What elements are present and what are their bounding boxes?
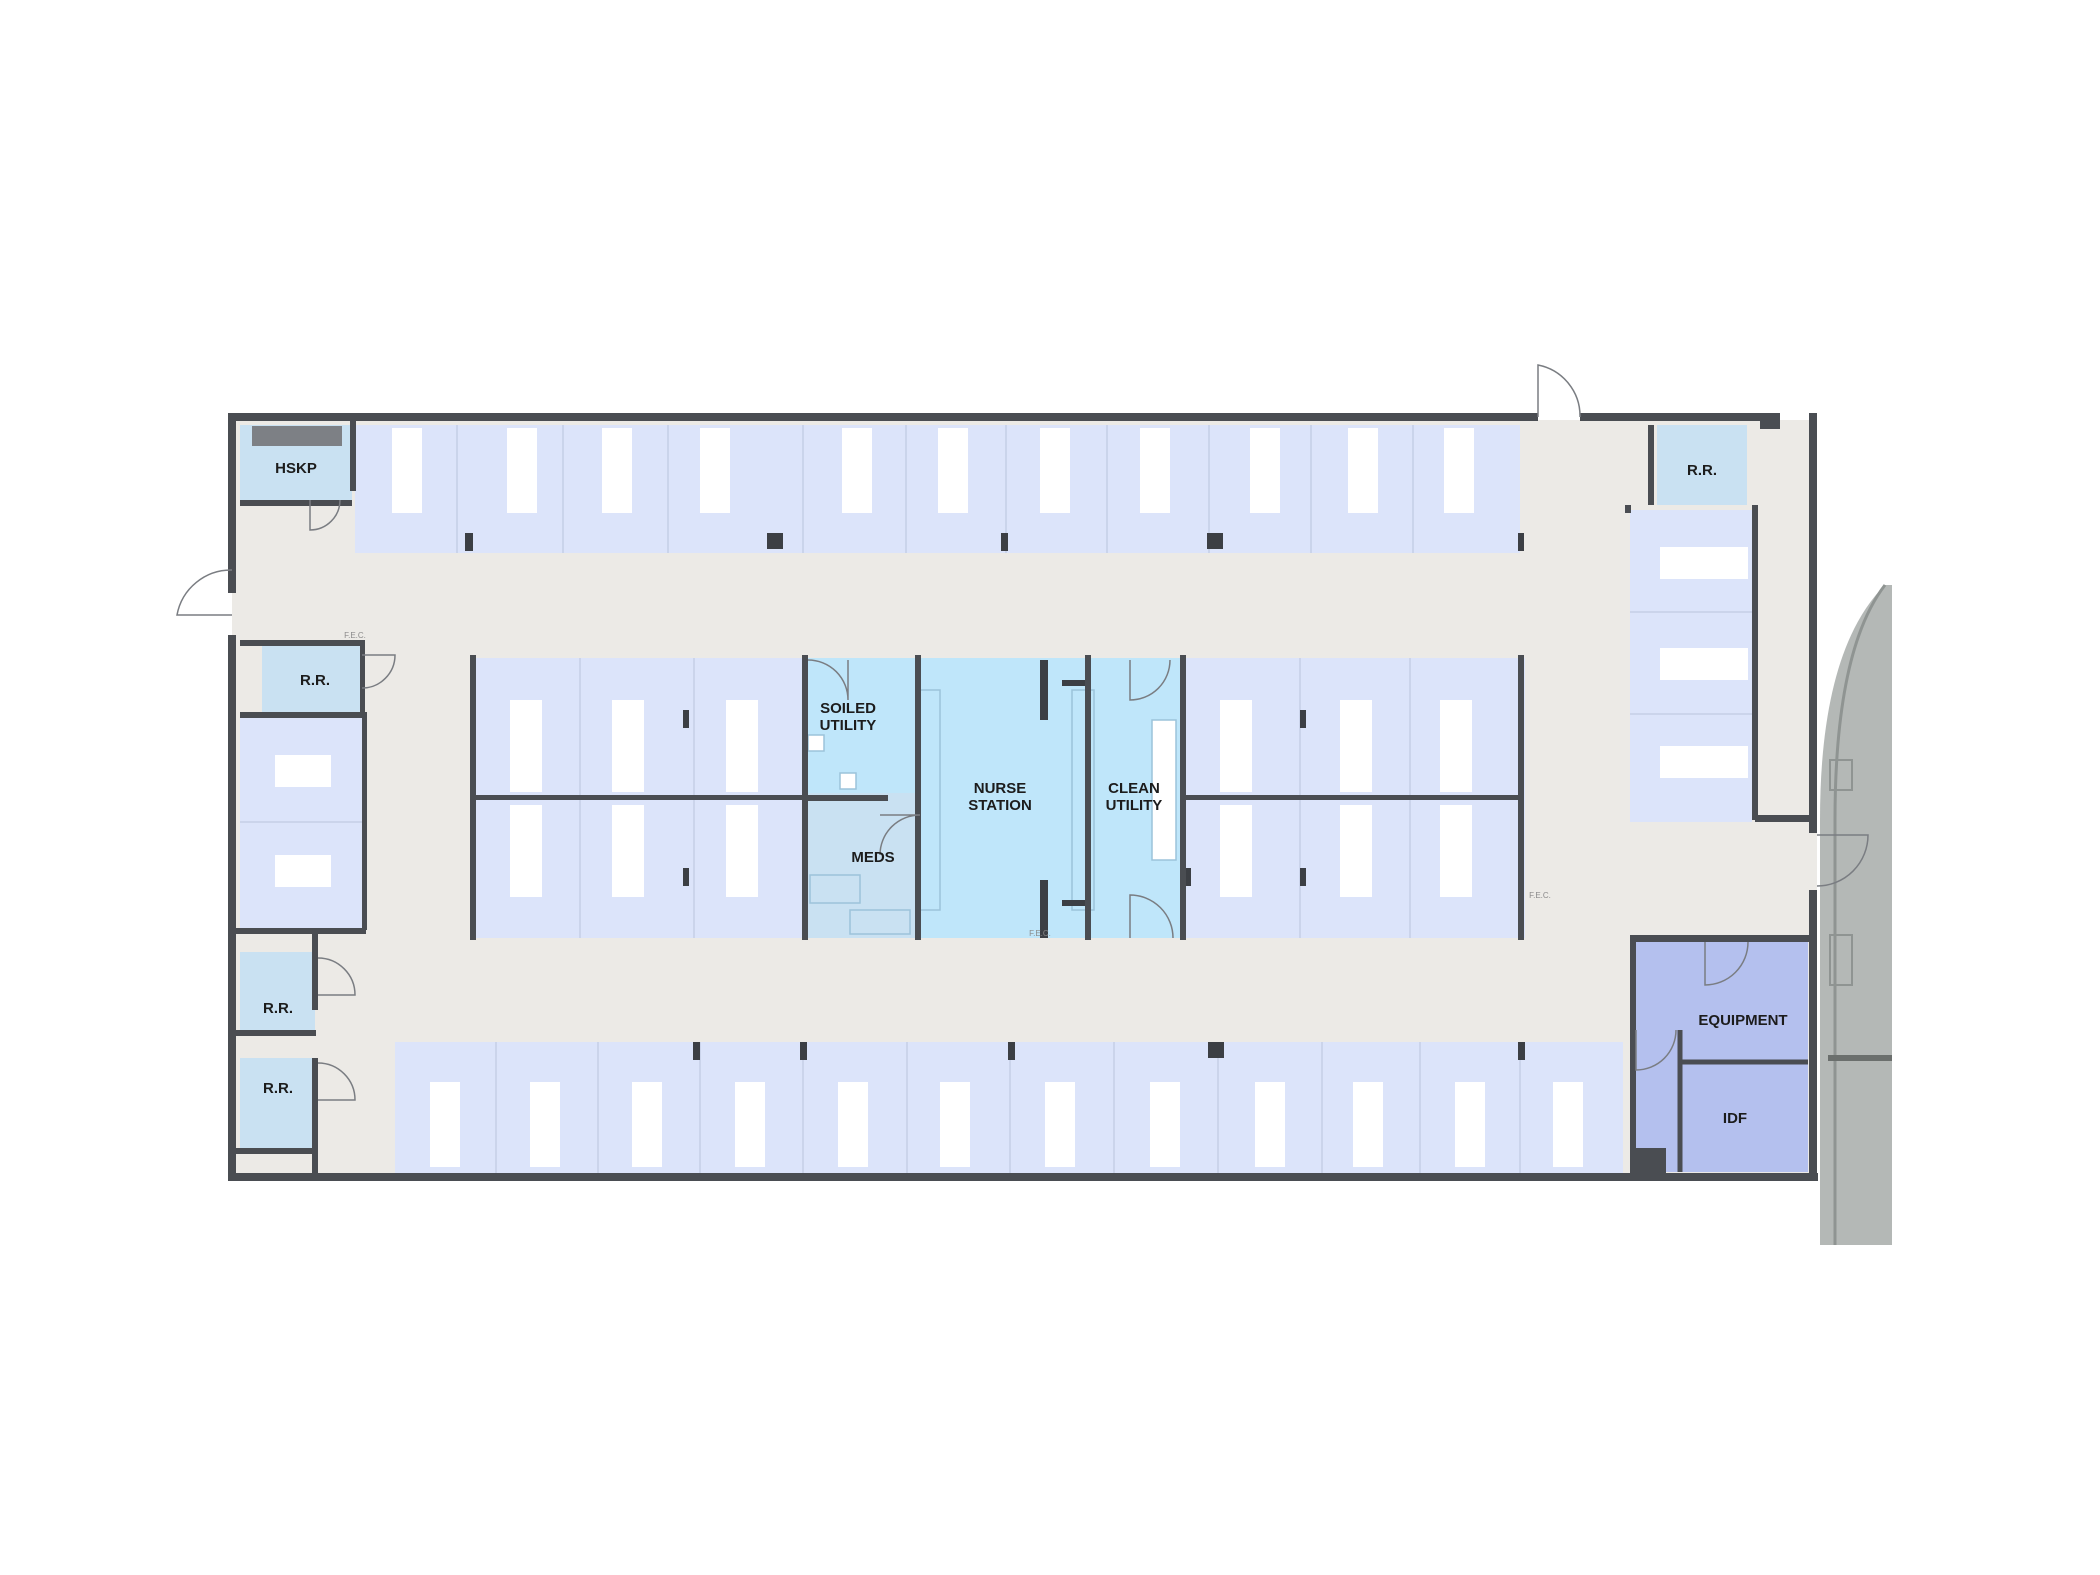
room-label-clean-utility-1: CLEAN [1108, 780, 1160, 797]
room-label-hskp: HSKP [275, 460, 317, 477]
room-label-soiled-utility-1: SOILED [820, 700, 876, 717]
room-label-nurse-station-2: STATION [968, 797, 1032, 814]
room-label-idf: IDF [1723, 1110, 1747, 1127]
room-label-meds: MEDS [851, 849, 894, 866]
left-side-bays [240, 718, 362, 928]
room-label-rr-left-top: R.R. [300, 672, 330, 689]
room-label-rr-left-middle: R.R. [263, 1000, 293, 1017]
doors [176, 364, 1869, 1101]
exterior-structure [1820, 584, 1892, 1245]
walls [228, 413, 1818, 1181]
room-label-rr-left-bottom: R.R. [263, 1080, 293, 1097]
room-label-clean-utility-2: UTILITY [1106, 797, 1163, 814]
room-label-rr-right: R.R. [1687, 462, 1717, 479]
restrooms [240, 425, 1747, 1148]
room-label-soiled-utility-2: UTILITY [820, 717, 877, 734]
bottom-bay-row [395, 1042, 1623, 1175]
fec-label-left: F.E.C. [344, 631, 366, 640]
fec-label-right: F.E.C. [1529, 891, 1551, 900]
top-bay-row [355, 425, 1524, 553]
room-label-equipment: EQUIPMENT [1698, 1012, 1787, 1029]
right-side-bays [1630, 510, 1752, 822]
equipment-area [1635, 940, 1808, 1172]
fec-label-center: F.E.C. [1029, 929, 1051, 938]
room-label-nurse-station-1: NURSE [974, 780, 1027, 797]
